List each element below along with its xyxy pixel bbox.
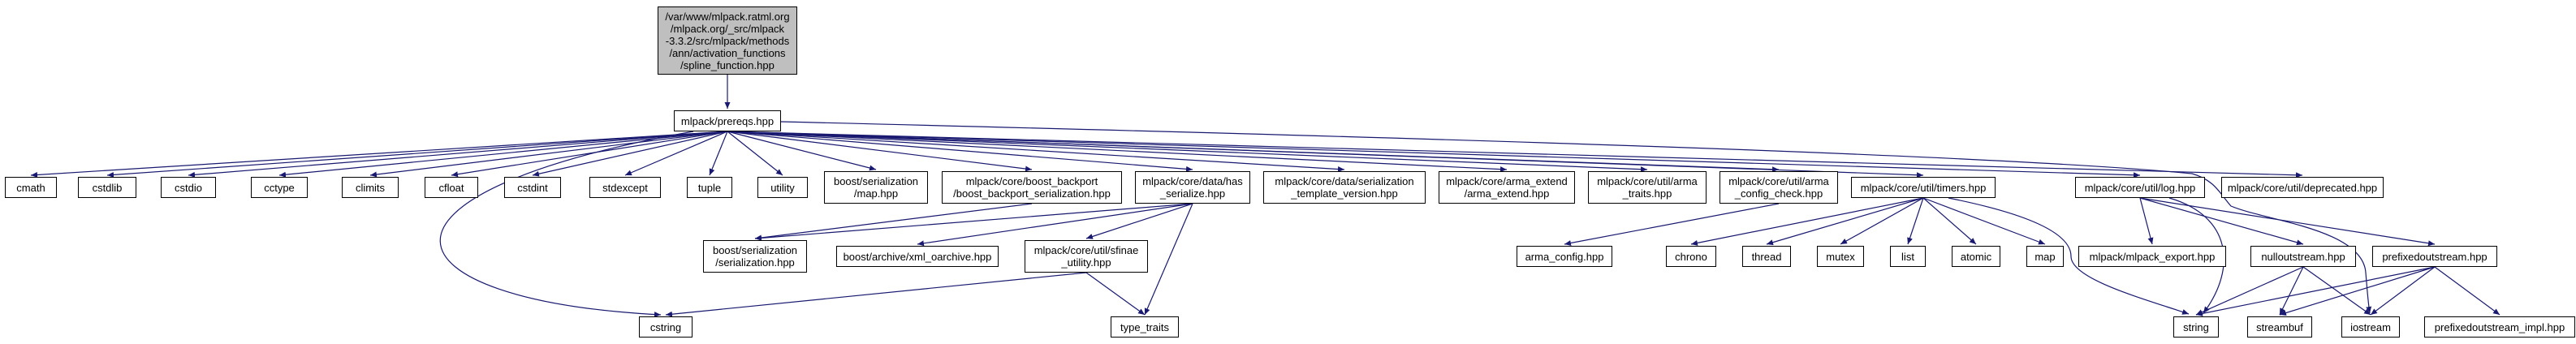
edge-prereqs-to-has-serialize — [727, 131, 1193, 172]
graph-node-arma-traits[interactable]: mlpack/core/util/arma _traits.hpp — [1588, 171, 1707, 204]
edge-prefixedoutstream-to-string — [2195, 266, 2436, 316]
edge-prereqs-to-cstdlib — [106, 131, 728, 178]
edge-log-to-nulloutstream — [2139, 197, 2304, 246]
edge-nulloutstream-to-string — [2195, 266, 2304, 316]
graph-node-chrono: chrono — [1666, 246, 1716, 267]
edge-timers-to-atomic — [1922, 197, 1977, 245]
graph-node-climits: climits — [342, 177, 399, 198]
graph-node-mlpack-export[interactable]: mlpack/mlpack_export.hpp — [2078, 246, 2226, 267]
graph-node-cstring: cstring — [639, 316, 693, 338]
edge-prereqs-to-tuple — [709, 131, 728, 176]
graph-node-cfloat: cfloat — [425, 177, 478, 198]
graph-node-nulloutstream[interactable]: nulloutstream.hpp — [2250, 246, 2356, 267]
edge-has-serialize-to-boost-serialization — [754, 203, 1193, 241]
graph-node-cstdio: cstdio — [161, 177, 216, 198]
edge-prereqs-to-timers — [727, 131, 1924, 178]
edge-prereqs-to-cstring — [439, 131, 694, 318]
graph-node-timers[interactable]: mlpack/core/util/timers.hpp — [1851, 177, 1996, 198]
edge-prereqs-to-cstdint — [532, 131, 728, 177]
graph-node-deprecated[interactable]: mlpack/core/util/deprecated.hpp — [2221, 177, 2384, 198]
graph-node-atomic: atomic — [1952, 246, 2000, 267]
edge-timers-to-thread — [1766, 197, 1924, 246]
edge-nulloutstream-to-iostream — [2302, 266, 2371, 316]
graph-node-cstdlib: cstdlib — [78, 177, 136, 198]
edge-prereqs-to-boost-map — [727, 131, 877, 171]
edge-timers-to-mutex — [1840, 197, 1924, 245]
edge-nulloutstream-to-streambuf — [2279, 266, 2304, 316]
graph-node-arma-config-check[interactable]: mlpack/core/util/arma _config_check.hpp — [1719, 171, 1838, 204]
graph-node-iostream: iostream — [2341, 316, 2400, 338]
edge-timers-to-map — [1922, 197, 2046, 245]
edge-arma-config-check-to-arma-config — [1564, 203, 1780, 246]
graph-node-serialization-template-version[interactable]: mlpack/core/data/serialization _template… — [1263, 171, 1426, 204]
graph-node-type-traits: type_traits — [1111, 316, 1179, 338]
graph-node-prereqs[interactable]: mlpack/prereqs.hpp — [674, 110, 781, 131]
graph-node-boost-serialization[interactable]: boost/serialization /serialization.hpp — [703, 240, 807, 273]
graph-node-string: string — [2173, 316, 2219, 338]
graph-node-prefixedoutstream-impl[interactable]: prefixedoutstream_impl.hpp — [2424, 316, 2575, 338]
graph-node-sfinae[interactable]: mlpack/core/util/sfinae _utility.hpp — [1025, 240, 1148, 273]
graph-node-mutex: mutex — [1817, 246, 1864, 267]
graph-node-xml-oarchive[interactable]: boost/archive/xml_oarchive.hpp — [836, 246, 999, 267]
graph-node-cstdint: cstdint — [504, 177, 561, 198]
graph-node-has-serialize[interactable]: mlpack/core/data/has _serialize.hpp — [1135, 171, 1250, 204]
graph-node-stdexcept: stdexcept — [589, 177, 661, 198]
edge-prereqs-to-stdexcept — [624, 131, 728, 176]
edge-prereqs-to-log — [727, 131, 2141, 178]
graph-node-thread: thread — [1742, 246, 1791, 267]
edge-sfinae-to-cstring — [665, 272, 1087, 317]
edge-prefixedoutstream-to-iostream — [2370, 266, 2436, 316]
edge-has-serialize-to-xml-oarchive — [917, 203, 1193, 247]
graph-node-arma-extend[interactable]: mlpack/core/arma_extend /arma_extend.hpp — [1439, 171, 1575, 204]
edge-prereqs-to-serialization-template-version — [727, 131, 1345, 172]
graph-node-cmath: cmath — [5, 177, 57, 198]
graph-node-arma-config[interactable]: arma_config.hpp — [1517, 246, 1612, 267]
graph-node-utility: utility — [757, 177, 808, 198]
edge-prereqs-to-arma-traits — [727, 131, 1648, 173]
graph-node-map: map — [2026, 246, 2064, 267]
edge-timers-to-chrono — [1690, 197, 1924, 246]
edge-log-to-mlpack-export — [2139, 197, 2154, 245]
edge-timers-to-list — [1907, 197, 1924, 245]
edge-timers-to-string — [1948, 197, 2190, 315]
edge-has-serialize-to-type-traits — [1144, 203, 1193, 316]
graph-node-streambuf: streambuf — [2247, 316, 2312, 338]
edge-prereqs-to-boost-backport — [727, 131, 1033, 172]
edge-prereqs-to-cstdio — [188, 131, 728, 178]
edge-boost-backport-to-boost-serialization — [754, 203, 1033, 241]
edge-prereqs-to-climits — [369, 131, 728, 178]
edge-prereqs-to-deprecated — [727, 131, 2303, 178]
edge-prefixedoutstream-to-streambuf — [2279, 266, 2436, 316]
edge-prereqs-to-utility — [727, 131, 783, 176]
edge-log-to-prefixedoutstream — [2139, 197, 2436, 247]
graph-node-tuple: tuple — [687, 177, 732, 198]
graph-node-prefixedoutstream[interactable]: prefixedoutstream.hpp — [2372, 246, 2497, 267]
edge-prereqs-to-arma-extend — [727, 131, 1508, 173]
graph-node-list: list — [1890, 246, 1926, 267]
graph-node-cctype: cctype — [251, 177, 308, 198]
graph-node-boost-map[interactable]: boost/serialization /map.hpp — [824, 171, 928, 204]
edge-prefixedoutstream-to-prefixedoutstream-impl — [2434, 266, 2500, 316]
graph-node-boost-backport[interactable]: mlpack/core/boost_backport /boost_backpo… — [942, 171, 1122, 204]
edge-sfinae-to-type-traits — [1085, 272, 1146, 316]
graph-node-log[interactable]: mlpack/core/util/log.hpp — [2075, 177, 2205, 198]
edge-prereqs-to-cctype — [278, 131, 728, 178]
edge-log-to-string — [2168, 197, 2224, 314]
graph-node-root: /var/www/mlpack.ratml.org /mlpack.org/_s… — [658, 6, 797, 75]
edge-prereqs-to-cfloat — [451, 131, 728, 178]
edge-prereqs-to-cmath — [30, 131, 728, 178]
edge-has-serialize-to-sfinae — [1085, 203, 1193, 239]
